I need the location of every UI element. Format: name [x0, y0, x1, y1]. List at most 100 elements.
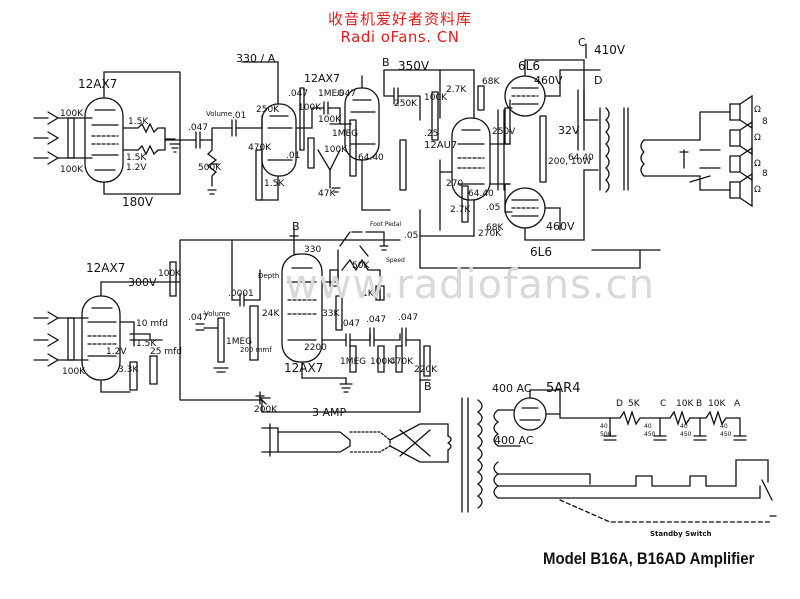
label-c05b: .05 — [404, 231, 418, 241]
label-speed: Speed — [386, 257, 405, 264]
label-v5-cap4: 25 mfd — [150, 347, 182, 357]
label-ohm-2: Ω — [754, 133, 761, 143]
label-460v-b: 460V — [546, 220, 575, 233]
label-v5-cap2: .047 — [188, 313, 208, 323]
label-50k: 50K — [352, 261, 370, 271]
watermark: www.radiofans.cn — [285, 262, 655, 308]
label-depth: Depth — [258, 272, 279, 280]
label-v6-c2: .047 — [366, 315, 386, 325]
label-v1-r2: 100K — [60, 165, 84, 175]
label-v1-r1: 100K — [60, 109, 84, 119]
label-270: 270 — [446, 179, 463, 189]
label-v6-c3: .047 — [398, 313, 418, 323]
tube-6l6-bottom — [504, 187, 546, 229]
label-v3-r1: 100K — [324, 145, 348, 155]
label-ps-b: B — [696, 399, 702, 409]
label-spk-1: 8 — [762, 117, 768, 127]
label-v6-r3: 100K — [370, 357, 394, 367]
label-standby-switch: Standby Switch — [650, 530, 712, 538]
label-v3-c1: .047 — [288, 89, 308, 99]
label-v3-r3: 1MEG — [332, 129, 358, 139]
label-47k: 47K — [318, 189, 336, 199]
label-32v: 32V — [558, 124, 580, 137]
label-node-b-bot: B — [424, 380, 432, 393]
diagram-title: Model B16A, B16AD Amplifier — [543, 549, 755, 568]
label-460v-a: 460V — [534, 74, 563, 87]
label-v5-r4: 3.3K — [118, 365, 139, 375]
label-250k: 250K — [394, 99, 418, 109]
label-ps-10k-2: 10K — [708, 399, 726, 409]
label-v5-r2: 1.5K — [136, 339, 157, 349]
v1-grid-resistor — [67, 117, 75, 159]
tube-v4-12au7 — [451, 117, 491, 201]
input-jacks-top — [33, 111, 69, 165]
label-v3-c3: .047 — [336, 89, 356, 99]
label-400-ac-bottom: 400 AC — [494, 434, 534, 447]
label-v5-tube: 12AX7 — [86, 261, 125, 275]
label-vol-cap: .047 — [188, 123, 208, 133]
label-64-40: 64.40 — [358, 153, 384, 163]
label-v1-r4: 1.5K — [126, 153, 147, 163]
label-ohm-1: Ω — [754, 105, 761, 115]
label-v6-tube: 12AX7 — [284, 361, 323, 375]
label-2-7k-b: 2.7K — [450, 205, 471, 215]
label-node-b-top: B — [382, 56, 390, 69]
label-cap-2: 40 — [644, 423, 652, 430]
label-400-ac-top: 400 AC — [492, 382, 532, 395]
label-cap-4: 40 — [720, 423, 728, 430]
label-v6-r5: 220K — [414, 365, 438, 375]
label-v1-tube: 12AX7 — [78, 77, 117, 91]
label-v5-r1: 100K — [158, 269, 182, 279]
label-v5-voltage: 1.2V — [106, 347, 127, 357]
label-cap-3-volts: 450 — [680, 431, 692, 438]
label-v6-bottom: 2200 — [304, 343, 327, 353]
label-64-40-b: 64.40 — [568, 153, 594, 163]
label-68k: 68K — [482, 77, 500, 87]
label-ps-c: C — [660, 399, 666, 409]
label-ps-a: A — [734, 399, 741, 409]
label-68k-b: 68K — [486, 223, 504, 233]
label-spk-2: 8 — [762, 169, 768, 179]
label-c05a: .05 — [486, 203, 500, 213]
label-200mmf: 200 mmf — [240, 346, 272, 354]
label-v4-tube: 12AU7 — [424, 140, 457, 151]
label-foot-pedal: Foot Pedal — [370, 221, 401, 228]
label-vol-pot: 500K — [198, 163, 222, 173]
label-v1-b-plus: 180V — [122, 195, 154, 209]
label-v2-r4: 1.5K — [264, 179, 285, 189]
label-v3-c2: 1MEG — [318, 89, 344, 99]
label-ohm-3: Ω — [754, 159, 761, 169]
label-v6-r4: 470K — [390, 357, 414, 367]
label-24k: 24K — [262, 309, 280, 319]
label-6l6-top: 6L6 — [518, 59, 540, 73]
label-v4-cap: .25 — [424, 129, 438, 139]
label-410v: 410V — [594, 43, 626, 57]
power-transformer — [461, 397, 500, 513]
label-cap-2-volts: 450 — [644, 431, 656, 438]
label-ps-d: D — [616, 399, 623, 409]
label-v5-cap3: .0001 — [228, 289, 254, 299]
label-v2-r3: 470K — [248, 143, 272, 153]
label-volume-1: Volume — [206, 110, 232, 118]
mains-cord — [261, 423, 452, 463]
label-node-d: D — [594, 74, 602, 87]
label-6l6-bottom: 6L6 — [530, 245, 552, 259]
label-v6-330: 330 — [304, 245, 321, 255]
label-v5-cap: 10 mfd — [136, 319, 168, 329]
label-node-c: C — [578, 36, 586, 49]
label-v2-r1: 250K — [256, 105, 280, 115]
label-v6-r2: 1MEG — [340, 357, 366, 367]
rectifier-5ar4 — [513, 397, 547, 431]
output-transformer — [599, 107, 661, 193]
label-v4-250v: 250V — [492, 127, 516, 137]
label-cap-1-volts: 500 — [600, 431, 612, 438]
label-v6-r1: 33K — [322, 309, 340, 319]
input-jacks-bottom — [33, 311, 69, 367]
label-cap-3: 40 — [680, 423, 688, 430]
label-1meg: 1MEG — [226, 337, 252, 347]
label-270k: 270K — [478, 229, 502, 239]
label-v6-c1: .047 — [340, 319, 360, 329]
label-node-a: 330 / A — [236, 52, 276, 65]
label-cap-1: 40 — [600, 423, 608, 430]
